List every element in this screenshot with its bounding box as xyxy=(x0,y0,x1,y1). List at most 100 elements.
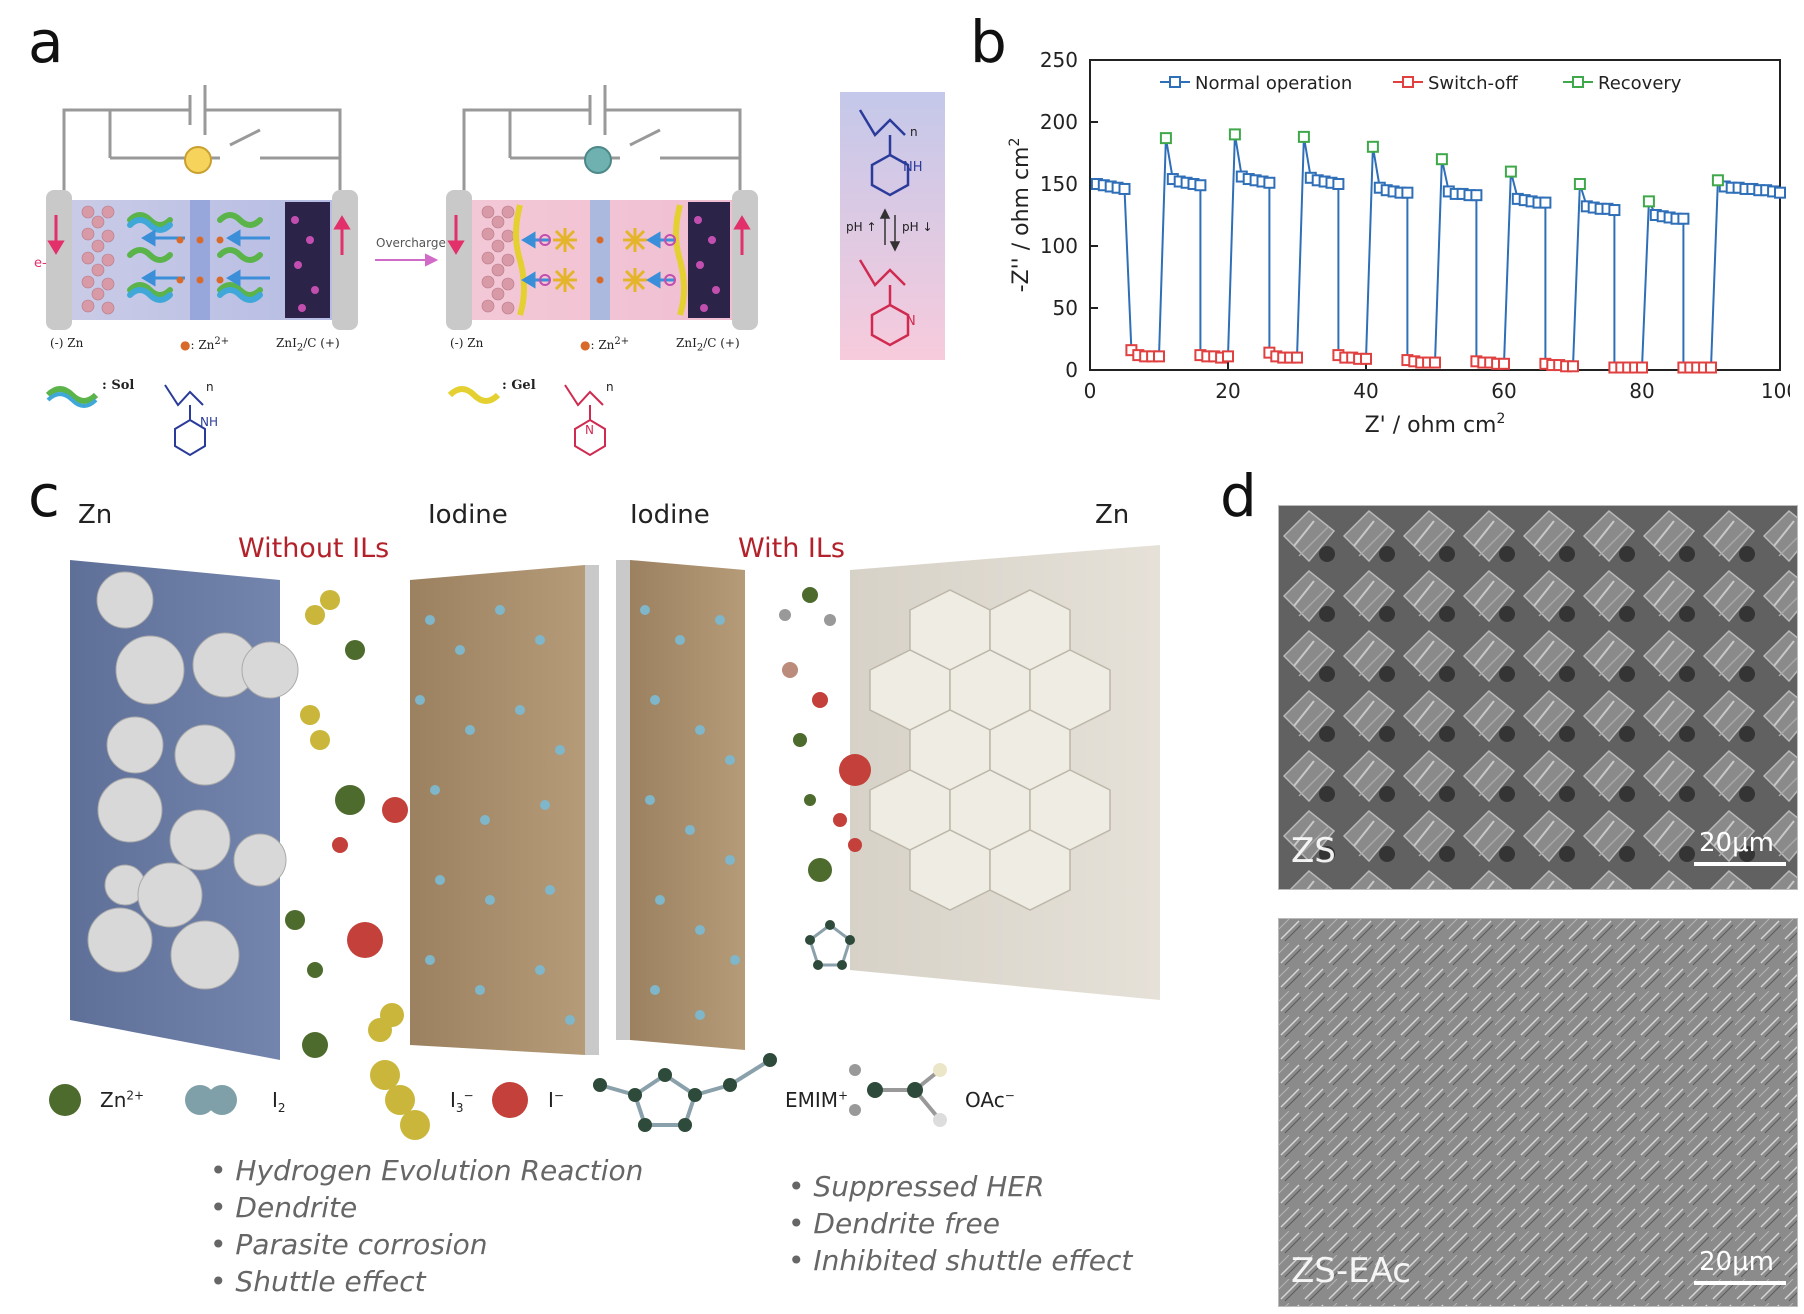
gel-n-atom-label: N xyxy=(585,423,594,437)
plot-frame xyxy=(1089,59,1781,371)
x-tick-label-80: 80 xyxy=(1629,379,1654,403)
legend-marker-1 xyxy=(1402,76,1414,88)
gel-legend-icon xyxy=(447,386,501,404)
sem-zseac-scale-label: 20μm xyxy=(1699,1247,1774,1277)
iodine-plate-left xyxy=(410,565,585,1055)
c-right-iodine-title: Iodine xyxy=(630,500,710,530)
marker-recovery-5 xyxy=(1504,165,1517,178)
x-tick-label-40: 40 xyxy=(1353,379,1378,403)
i2-legend-icon-b xyxy=(207,1085,237,1115)
sem-zs-label: ZS xyxy=(1291,831,1336,871)
c-bullets-left: Hydrogen Evolution Reaction Dendrite Par… xyxy=(210,1152,643,1300)
right-circuit xyxy=(462,85,742,190)
marker-recovery-4 xyxy=(1435,153,1448,166)
ph-equilibrium-arrows xyxy=(879,208,901,252)
ph-nh-label: NH xyxy=(903,160,923,175)
marker-normal-operation-24 xyxy=(1401,186,1414,199)
i3-legend-icon-b xyxy=(385,1085,415,1115)
emim-legend-molecule xyxy=(599,1058,772,1127)
bulb-off-icon xyxy=(584,146,612,174)
x-tick-label-0: 0 xyxy=(1084,379,1097,403)
sem-zs-scale-bar xyxy=(1694,862,1786,866)
c-without-ils-caption: Without ILs xyxy=(238,533,390,564)
ph-n-label: N xyxy=(906,314,916,329)
marker-recovery-8 xyxy=(1711,174,1724,187)
electron-label-left-a: e- xyxy=(34,256,47,271)
legend-label-0: Normal operation xyxy=(1195,73,1352,94)
c-left-zn-title: Zn xyxy=(78,500,113,530)
x-tick-label-20: 20 xyxy=(1215,379,1240,403)
panel-c-illustration xyxy=(49,545,1160,1140)
electron-arrows-left xyxy=(47,215,351,255)
marker-switch-off-4 xyxy=(1153,350,1165,363)
legend-marker-0 xyxy=(1169,76,1181,88)
gel-clusters xyxy=(553,228,647,292)
sem-image-zs: ZS 20μm xyxy=(1278,505,1798,890)
ph-up-label: pH ↑ xyxy=(846,220,877,234)
c-with-ils-caption: With ILs xyxy=(738,533,845,564)
legend-label-2: Recovery xyxy=(1598,73,1682,94)
sol-legend-icon xyxy=(45,386,99,404)
bullet-left-item: Shuttle effect xyxy=(210,1263,643,1300)
emim-molecule-floating xyxy=(808,923,852,967)
sem-zs-scale-label: 20μm xyxy=(1699,828,1774,858)
i-minus-legend-icon xyxy=(492,1082,528,1118)
marker-switch-off-39 xyxy=(1636,361,1648,374)
panel-letter-b: b xyxy=(970,8,1007,76)
bullet-left-item: Parasite corrosion xyxy=(210,1226,643,1263)
sem-zseac-label: ZS-EAc xyxy=(1291,1251,1411,1291)
panel-letter-a: a xyxy=(28,8,64,76)
sol-polymer-structure xyxy=(164,384,206,457)
bullet-left-item: Hydrogen Evolution Reaction xyxy=(210,1152,643,1189)
marker-normal-operation-44 xyxy=(1677,212,1690,225)
marker-switch-off-34 xyxy=(1567,360,1579,373)
marker-recovery-0 xyxy=(1159,132,1172,145)
zn2-legend-icon xyxy=(49,1084,81,1116)
right-zn-ion-label: ●: Zn2+ xyxy=(580,336,630,352)
left-circuit xyxy=(62,85,342,190)
sem-zseac-texture xyxy=(1279,919,1797,1306)
marker-normal-operation-39 xyxy=(1608,204,1621,217)
y-tick-label-150: 150 xyxy=(1040,172,1078,196)
i3-legend-icon-c xyxy=(400,1110,430,1140)
legend-i2-label: I2 xyxy=(272,1088,286,1115)
ph-subscript-n: n xyxy=(910,125,918,139)
sol-legend-label: : Sol xyxy=(102,378,135,393)
c-bullets-right: Suppressed HER Dendrite free Inhibited s… xyxy=(788,1168,1132,1279)
impedance-chart: 020406080100050100150200250Z' / ohm cm2-… xyxy=(1007,48,1799,438)
sem-image-zs-eac: ZS-EAc 20μm xyxy=(1278,918,1798,1307)
marker-recovery-1 xyxy=(1228,128,1241,141)
sol-waves xyxy=(127,212,263,303)
bullet-right-item: Inhibited shuttle effect xyxy=(788,1242,1132,1279)
right-anode-label: (-) Zn xyxy=(450,336,484,350)
sem-zs-texture xyxy=(1279,506,1797,889)
marker-normal-operation-9 xyxy=(1194,179,1207,192)
bullet-right-item: Dendrite free xyxy=(788,1205,1132,1242)
overcharge-arrow xyxy=(375,253,439,267)
bullet-left-item: Dendrite xyxy=(210,1189,643,1226)
pyridine-structure xyxy=(858,259,910,347)
species-left xyxy=(285,590,408,1058)
gel-layer-left xyxy=(513,204,527,316)
sol-n-label: n xyxy=(206,380,214,394)
overcharge-label: Overcharge xyxy=(376,236,446,250)
ph-down-label: pH ↓ xyxy=(902,220,933,234)
panel-c: Zn Iodine Without ILs Iodine Zn With ILs… xyxy=(40,500,1200,1310)
marker-recovery-6 xyxy=(1573,178,1586,190)
panel-letter-d: d xyxy=(1220,462,1257,530)
species-right xyxy=(779,587,871,882)
oac-legend-molecule xyxy=(875,1068,942,1122)
marker-switch-off-44 xyxy=(1705,361,1717,374)
sol-nh-label: NH xyxy=(200,415,218,429)
ph-switch-box xyxy=(840,92,945,360)
x-axis-label: Z' / ohm cm2 xyxy=(1365,411,1506,438)
y-tick-label-100: 100 xyxy=(1040,234,1078,258)
series-connecting-line xyxy=(1096,134,1781,369)
marker-recovery-3 xyxy=(1366,140,1379,153)
marker-switch-off-24 xyxy=(1429,356,1441,369)
iodine-plate-right xyxy=(630,560,745,1050)
gel-layer-right xyxy=(673,204,687,316)
gel-legend-label: : Gel xyxy=(502,378,536,393)
legend-zn2-label: Zn2+ xyxy=(100,1088,145,1112)
bulb-on-icon xyxy=(184,146,212,174)
